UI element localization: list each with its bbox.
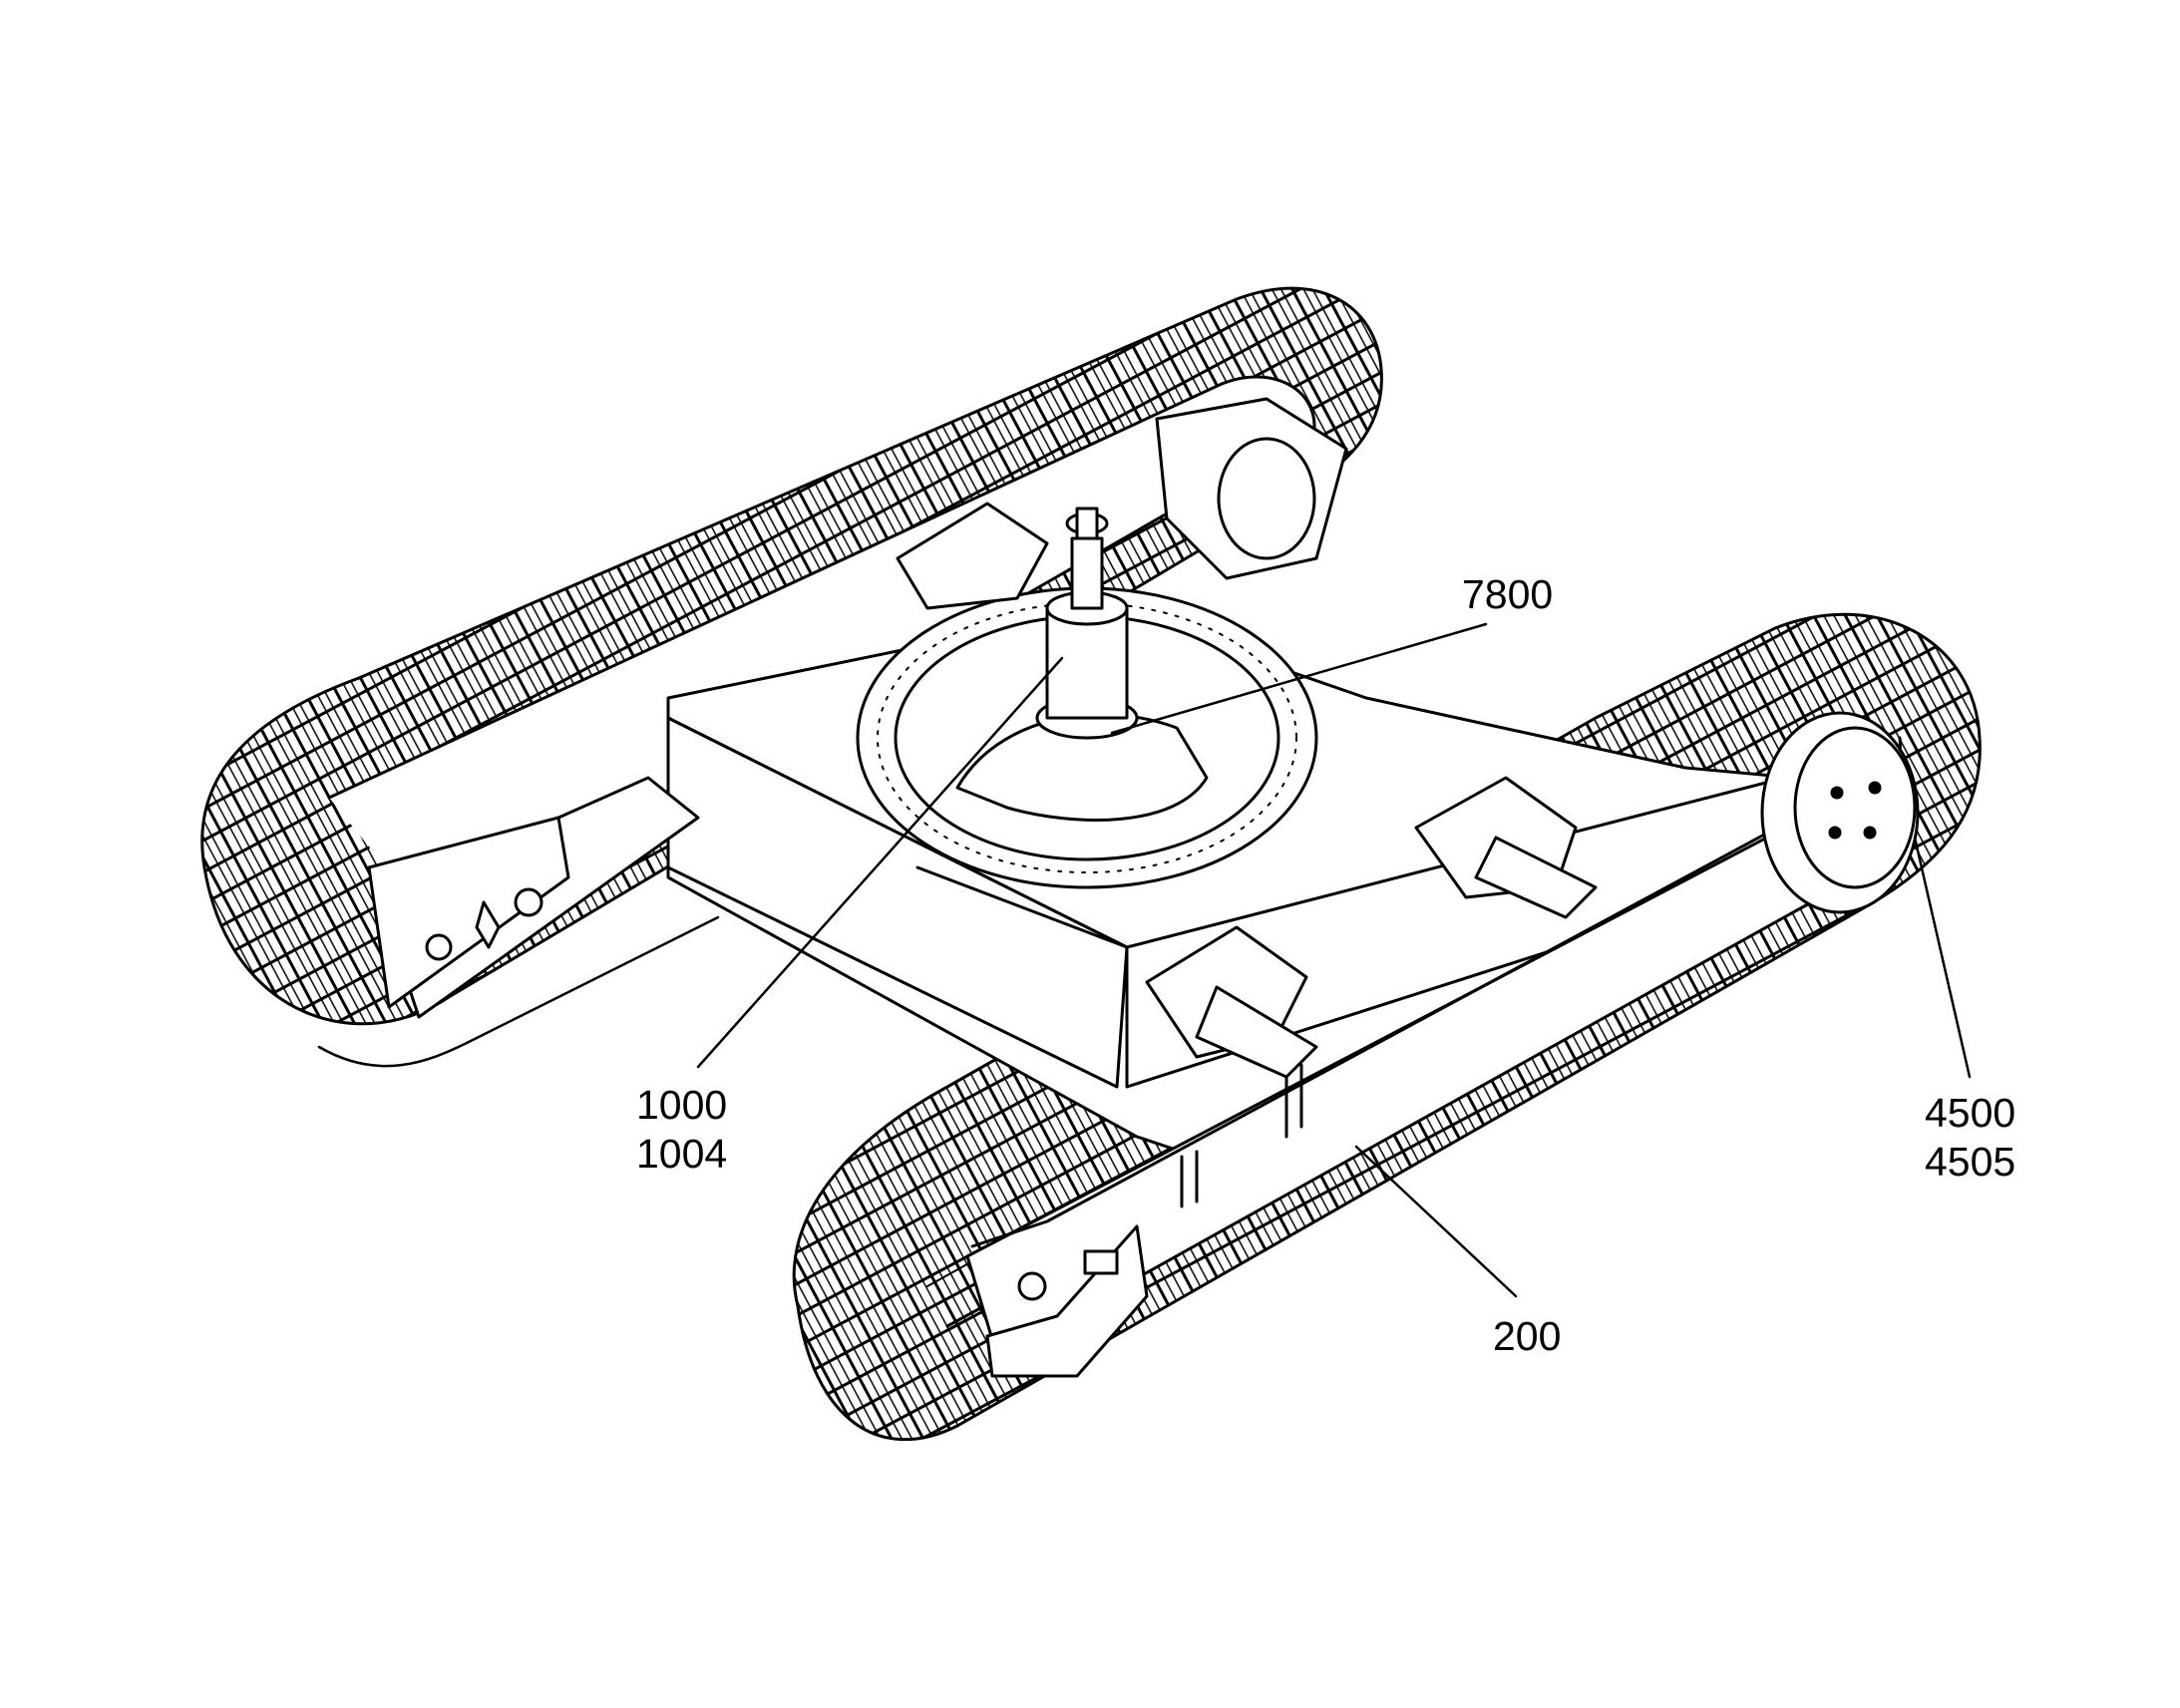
callout-200-line-1: 200 <box>1493 1313 1562 1359</box>
front-side-frame <box>965 811 1822 1378</box>
callout-4500-line-2: 4505 <box>1925 1139 2016 1185</box>
rear-idler-housing <box>1155 397 1348 580</box>
leader-lines <box>696 622 1972 1298</box>
callout-1000-line-2: 1004 <box>636 1131 728 1177</box>
rotary-joint <box>1035 507 1139 740</box>
drive-sprocket <box>1760 711 1920 914</box>
callout-1000-1004: 1000 1004 <box>636 1081 727 1179</box>
callout-4500-4505: 4500 4505 <box>1925 1089 2015 1187</box>
callout-7800-line-1: 7800 <box>1462 571 1554 617</box>
outrigger-pads <box>896 502 1598 1079</box>
callout-1000-line-1: 1000 <box>636 1082 728 1128</box>
callout-7800: 7800 <box>1462 570 1553 619</box>
callout-200: 200 <box>1493 1312 1561 1361</box>
callout-4500-line-1: 4500 <box>1925 1090 2016 1136</box>
rear-side-frame <box>367 776 700 1019</box>
